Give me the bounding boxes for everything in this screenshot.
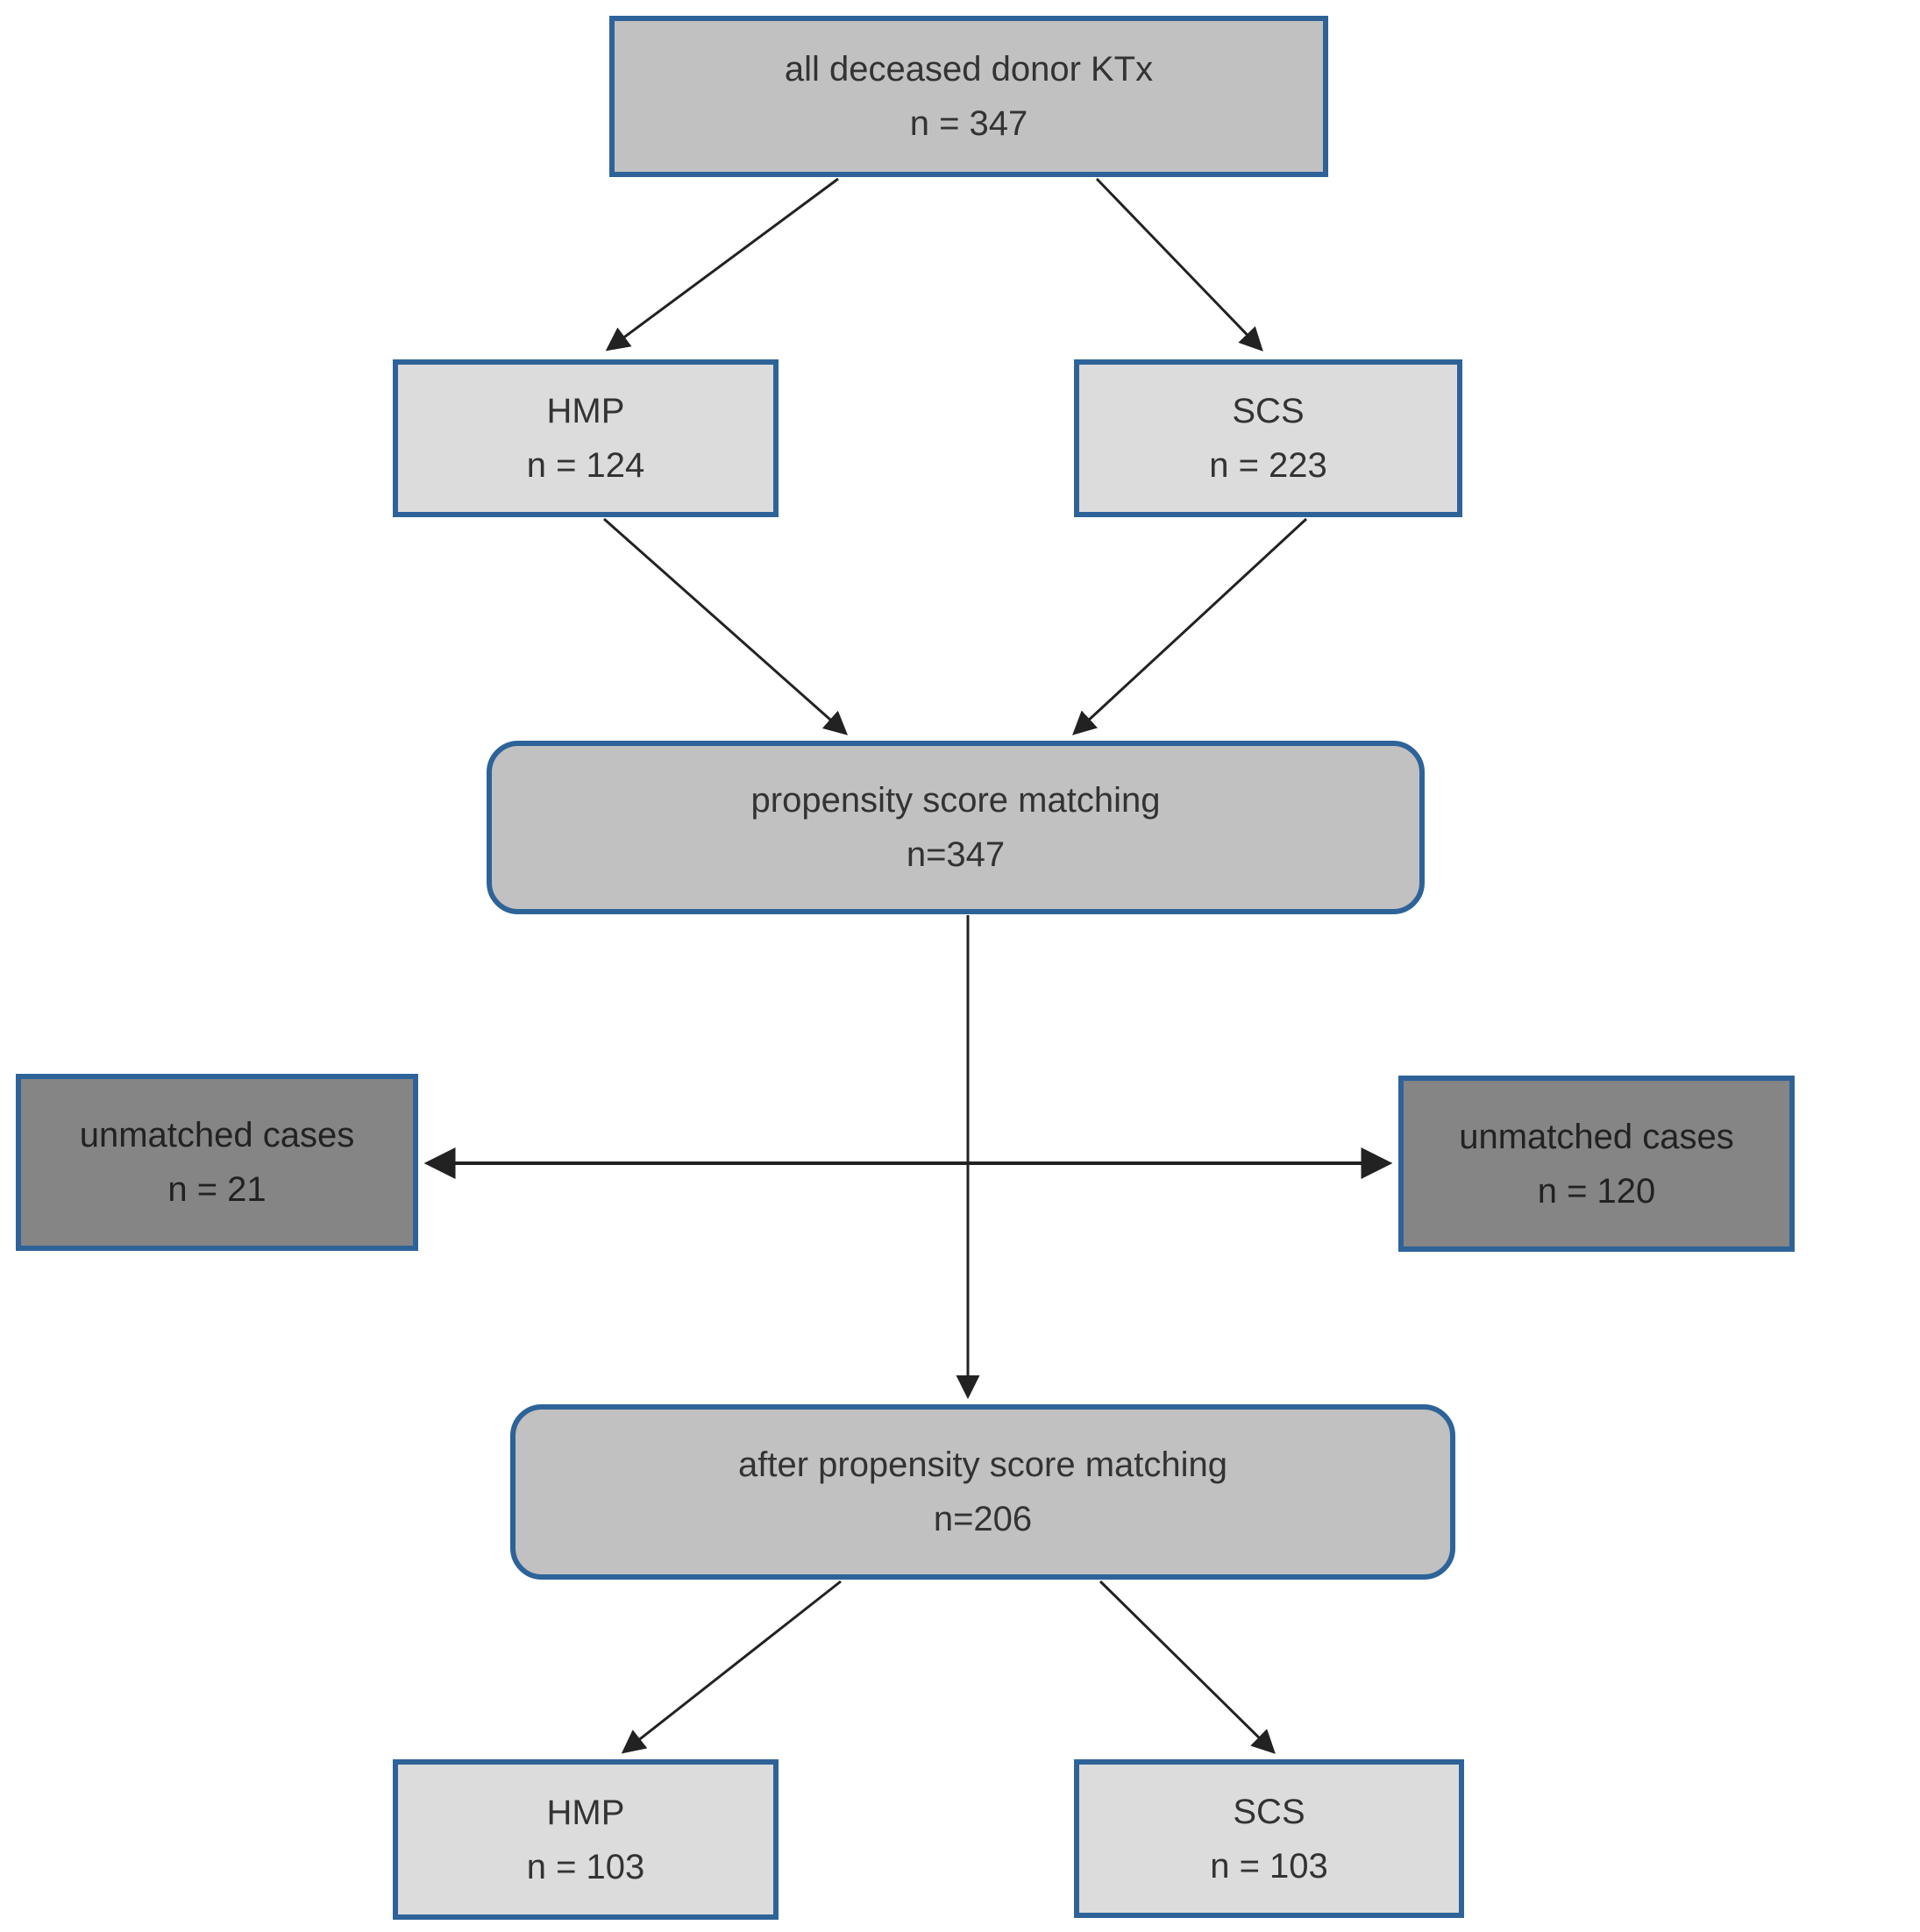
arrow-after-to-hmp: [621, 1580, 842, 1754]
arrow-hmp-to-psm: [603, 517, 849, 735]
node-label: propensity score matching: [750, 781, 1161, 820]
node-label: HMP: [546, 392, 625, 430]
node-label: all deceased donor KTx: [784, 50, 1154, 89]
node-after-propensity-score-matching: after propensity score matching n=206: [510, 1404, 1455, 1580]
node-count: n = 120: [1537, 1171, 1656, 1211]
arrow-scs-to-psm: [1072, 517, 1308, 735]
node-unmatched-cases-scs: unmatched cases n = 120: [1398, 1076, 1795, 1252]
node-label: SCS: [1233, 1792, 1305, 1831]
node-all-deceased-donor-ktx: all deceased donor KTx n = 347: [609, 16, 1328, 177]
node-scs-pre-matching: SCS n = 223: [1074, 359, 1462, 517]
node-count: n = 103: [526, 1847, 645, 1886]
node-propensity-score-matching: propensity score matching n=347: [487, 741, 1425, 914]
arrow-allktx-to-scs: [1095, 177, 1263, 352]
arrow-after-to-scs: [1099, 1580, 1276, 1754]
node-label: unmatched cases: [1459, 1117, 1734, 1156]
node-unmatched-cases-hmp: unmatched cases n = 21: [16, 1074, 418, 1251]
node-count: n = 21: [167, 1170, 267, 1209]
node-label: SCS: [1232, 392, 1305, 430]
node-count: n = 347: [909, 104, 1028, 143]
node-count: n = 223: [1209, 446, 1327, 485]
node-count: n = 103: [1210, 1846, 1328, 1886]
node-label: unmatched cases: [79, 1116, 355, 1154]
node-count: n = 124: [526, 446, 645, 485]
node-hmp-pre-matching: HMP n = 124: [393, 359, 779, 517]
node-count: n=347: [906, 835, 1006, 874]
node-label: after propensity score matching: [737, 1445, 1228, 1484]
arrow-allktx-to-hmp: [605, 177, 839, 352]
node-scs-post-matching: SCS n = 103: [1074, 1759, 1464, 1918]
node-label: HMP: [546, 1793, 625, 1832]
node-hmp-post-matching: HMP n = 103: [393, 1759, 779, 1920]
node-count: n=206: [933, 1500, 1033, 1538]
